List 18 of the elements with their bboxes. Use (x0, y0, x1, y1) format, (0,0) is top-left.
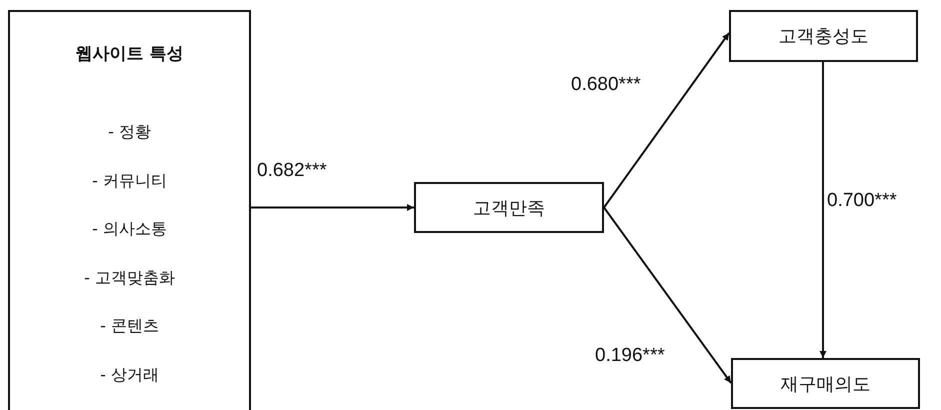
arrow (820, 62, 826, 358)
node-label: 고객만족 (473, 196, 545, 220)
arrow (251, 204, 414, 211)
list-item: - 커뮤니티 (92, 170, 167, 190)
arrow (603, 32, 730, 208)
list-item: - 고객맞춤화 (84, 268, 175, 288)
arrow (603, 206, 732, 384)
list-item: - 의사소통 (92, 219, 167, 239)
construct-box (731, 358, 920, 409)
list-item: - 정황 (108, 122, 151, 142)
node-label: 재구매의도 (780, 372, 870, 396)
node-label: 고객충성도 (778, 25, 868, 48)
list-item: - 상거래 (100, 364, 159, 384)
box-heading: 웹사이트 특성 (76, 44, 184, 64)
construct-box (414, 182, 604, 233)
list-item: - 콘텐츠 (100, 316, 159, 336)
construct-box (729, 10, 918, 62)
construct-list-box (8, 10, 251, 410)
